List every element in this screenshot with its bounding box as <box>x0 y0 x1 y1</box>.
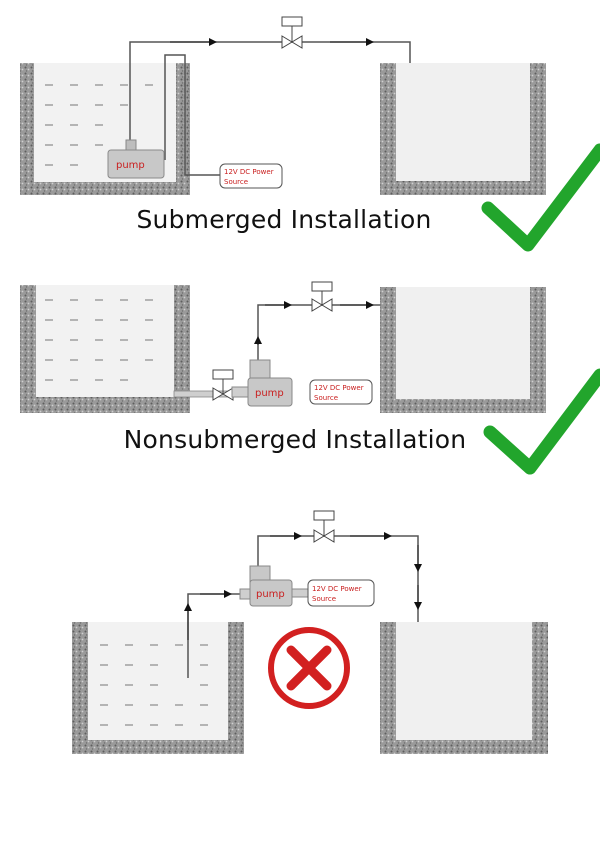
power-label-line2: Source <box>314 394 338 402</box>
destination-tank <box>380 63 546 195</box>
pump: pump <box>107 139 165 179</box>
caption-nonsubmerged: Nonsubmerged Installation <box>123 425 467 454</box>
inlet-valve <box>212 369 234 401</box>
valve <box>313 510 335 543</box>
pump: pump <box>239 565 309 607</box>
power-source: 12V DC Power Source <box>307 579 375 607</box>
caption-submerged: Submerged Installation <box>136 205 432 234</box>
power-label-line1: 12V DC Power <box>314 384 364 392</box>
power-label-line2: Source <box>224 178 248 186</box>
power-label-line1: 12V DC Power <box>224 168 274 176</box>
power-source: 12V DC Power Source <box>309 379 373 405</box>
scenario-nonsubmerged: pump 12V DC Power Source <box>20 281 600 475</box>
valve <box>311 281 333 312</box>
pipe <box>257 304 400 378</box>
pump-label: pump <box>256 589 285 600</box>
power-source: 12V DC Power Source <box>219 163 283 189</box>
power-label-line1: 12V DC Power <box>312 585 362 593</box>
valve <box>281 16 303 49</box>
pump: pump <box>231 359 293 407</box>
check-icon <box>483 368 600 475</box>
destination-tank <box>380 622 548 754</box>
check-icon <box>481 143 600 252</box>
source-tank <box>20 63 190 195</box>
source-tank <box>72 622 244 754</box>
pump-label: pump <box>116 160 145 171</box>
scenario-incorrect: pump 12V DC Power Source <box>72 510 548 754</box>
power-label-line2: Source <box>312 595 336 603</box>
cross-icon <box>268 627 350 709</box>
destination-tank <box>380 287 546 413</box>
pipe <box>129 41 411 176</box>
scenario-submerged: pump 12V DC Power Source <box>20 16 600 252</box>
pump-label: pump <box>255 388 284 399</box>
source-tank <box>20 285 231 413</box>
